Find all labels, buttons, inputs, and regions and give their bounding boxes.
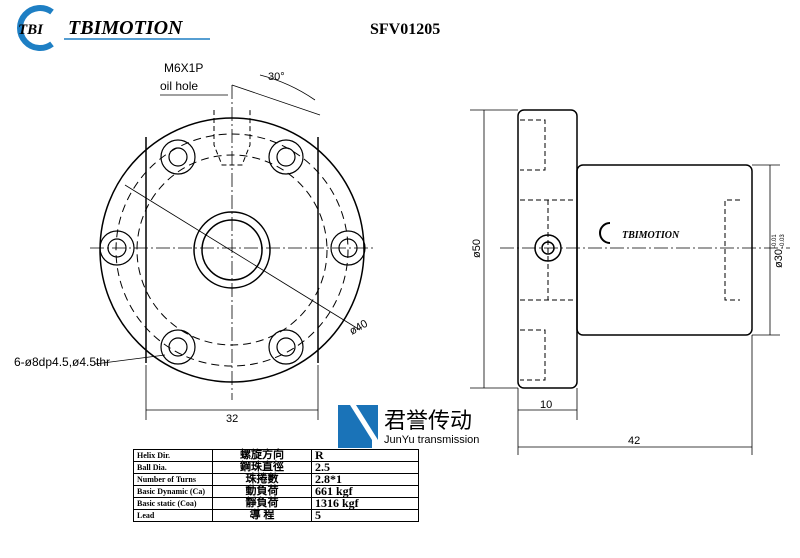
holes-label: 6-ø8dp4.5,ø4.5thr — [14, 355, 110, 369]
oil-hole-thread-label: M6X1P — [164, 61, 203, 75]
tbi-logo: TBI TBIMOTION — [17, 5, 210, 51]
spec-cn: 鋼珠直徑 — [212, 461, 312, 474]
tolerance-lower: -0.03 — [780, 234, 786, 248]
spec-cn: 珠捲數 — [212, 473, 312, 486]
spec-en: Number of Turns — [133, 473, 213, 486]
dia30-label: ø30 — [773, 249, 785, 268]
spec-cn: 導 程 — [212, 509, 312, 522]
spec-en: Ball Dia. — [133, 461, 213, 474]
spec-en: Lead — [133, 509, 213, 522]
side-view — [470, 109, 790, 455]
dia50-label: ø50 — [471, 239, 483, 258]
spec-val: 5 — [311, 509, 419, 522]
spec-en: Basic Dynamic (Ca) — [133, 485, 213, 498]
spec-en: Basic static (Coa) — [133, 497, 213, 510]
length-dimension: 42 — [628, 435, 640, 447]
spec-en: Helix Dir. — [133, 449, 213, 462]
flange-thickness-dimension: 10 — [540, 399, 552, 411]
junyu-watermark: 君誉传动 JunYu transmission — [338, 405, 479, 448]
logo-badge: TBI — [18, 22, 44, 38]
width-dimension: 32 — [226, 413, 238, 425]
body-logo: TBIMOTION — [622, 230, 680, 241]
tolerance-upper: -0.01 — [772, 234, 778, 248]
watermark-cn: 君誉传动 — [384, 408, 472, 433]
spec-cn: 螺旋方向 — [212, 449, 312, 462]
angle-label: 30° — [268, 71, 285, 83]
spec-cn: 靜負荷 — [212, 497, 312, 510]
logo-name: TBIMOTION — [68, 17, 184, 39]
watermark-en: JunYu transmission — [384, 434, 479, 446]
spec-cn: 動負荷 — [212, 485, 312, 498]
drawing-title: SFV01205 — [370, 21, 440, 38]
front-view — [90, 74, 375, 420]
spec-val: 1316 kgf — [311, 497, 419, 510]
dia40-label: ø40 — [348, 318, 370, 338]
oil-hole-label: oil hole — [160, 79, 198, 93]
